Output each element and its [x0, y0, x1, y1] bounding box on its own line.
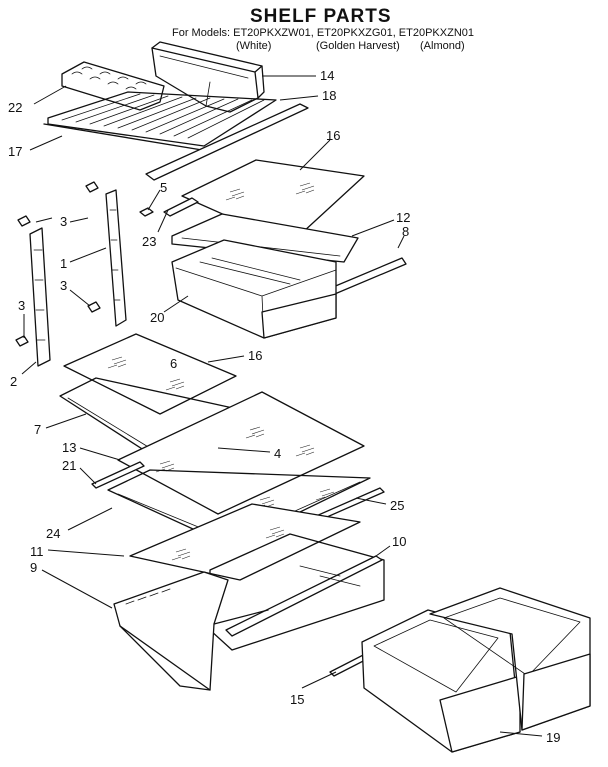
- callout-16-mid: 16: [248, 348, 262, 363]
- callout-14: 14: [320, 68, 334, 83]
- callout-19: 19: [546, 730, 560, 745]
- part-2-shelf-ladder-left: [29, 227, 51, 367]
- callout-8: 8: [402, 224, 409, 239]
- callout-25: 25: [390, 498, 404, 513]
- part-10-cover-frame: [209, 533, 385, 651]
- callout-3-mid: 3: [60, 278, 67, 293]
- diagram-title: SHELF PARTS: [250, 6, 392, 27]
- part-5-23-clips: [139, 197, 199, 217]
- part-13-glass-shelf: [117, 391, 365, 515]
- callout-numbers: 14 22 18 17 16 5 3 23 12 8 1 3 20 3 6 16…: [8, 68, 560, 745]
- part-19-crisper-drawers: [361, 587, 591, 753]
- part-16-mid-glass-shelf: [63, 333, 237, 415]
- callout-2: 2: [10, 374, 17, 389]
- callout-23: 23: [142, 234, 156, 249]
- callout-20: 20: [150, 310, 164, 325]
- callout-18: 18: [322, 88, 336, 103]
- callout-11: 11: [30, 544, 44, 559]
- callout-6: 6: [170, 356, 177, 371]
- leader-lines: [21, 75, 543, 737]
- callout-12: 12: [396, 210, 410, 225]
- callout-21: 21: [62, 458, 76, 473]
- model-color-golden-harvest: (Golden Harvest): [316, 40, 400, 52]
- part-20-pan: [171, 239, 337, 339]
- callout-9: 9: [30, 560, 37, 575]
- callout-17: 17: [8, 144, 22, 159]
- model-color-white: (White): [236, 40, 271, 52]
- part-14-utility-bin: [151, 41, 265, 113]
- callout-1: 1: [60, 256, 67, 271]
- callout-22: 22: [8, 100, 22, 115]
- callout-4: 4: [274, 446, 281, 461]
- callout-7: 7: [34, 422, 41, 437]
- callout-16-upper: 16: [326, 128, 340, 143]
- part-18-rail: [145, 103, 309, 181]
- callout-10: 10: [392, 534, 406, 549]
- callout-13: 13: [62, 440, 76, 455]
- part-1-shelf-ladder-right: [105, 189, 127, 327]
- callout-3-lower: 3: [18, 298, 25, 313]
- part-17-wire-shelf: [43, 91, 277, 151]
- part-8-rail: [325, 257, 407, 297]
- part-21-rail: [91, 461, 145, 489]
- callout-24: 24: [46, 526, 60, 541]
- part-9-pan-support: [113, 571, 269, 691]
- part-3-brackets: [15, 181, 101, 347]
- callout-5: 5: [160, 180, 167, 195]
- part-22-egg-tray: [61, 61, 165, 111]
- models-line: For Models: ET20PKXZW01, ET20PKXZG01, ET…: [172, 27, 474, 39]
- model-color-almond: (Almond): [420, 40, 465, 52]
- callout-3-upper: 3: [60, 214, 67, 229]
- callout-15: 15: [290, 692, 304, 707]
